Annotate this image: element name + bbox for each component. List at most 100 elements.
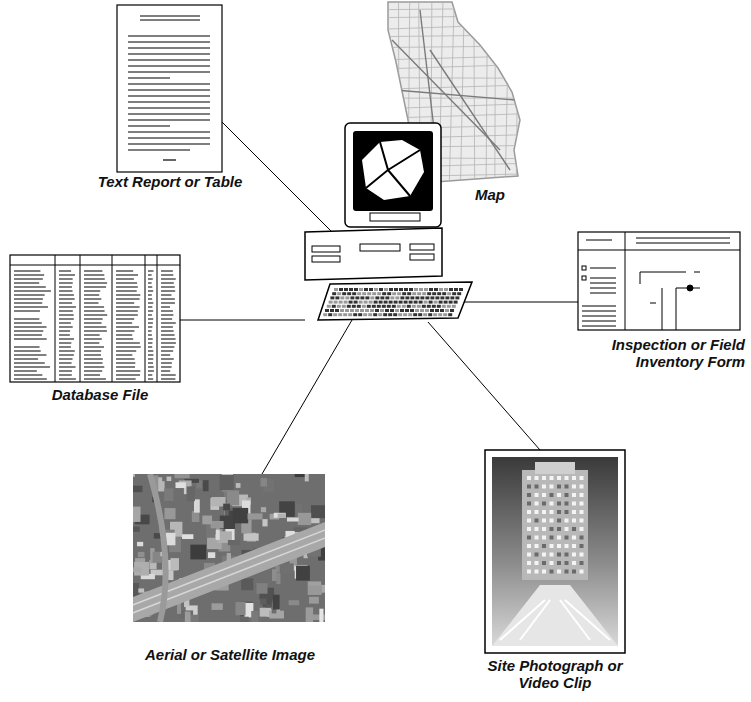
key [394,301,398,304]
key [362,305,366,308]
key [437,292,441,295]
key [377,292,381,295]
key [339,301,343,304]
key [435,296,439,299]
aerial-block [138,552,145,557]
item-caption: Aerial or Satellite Image [125,646,335,663]
window [527,553,531,557]
table-row-line [84,319,103,320]
key [399,288,403,291]
window [527,570,531,574]
table-row-line [116,307,140,308]
window [565,561,569,565]
aerial-image [125,470,341,627]
aerial-block [298,513,311,525]
aerial-block [241,578,253,590]
key [337,292,341,295]
county-line [494,0,496,190]
key [412,292,416,295]
county-line [516,0,518,190]
table-row-line [59,311,73,312]
key [395,296,399,299]
table-row-line [148,363,153,364]
table-row-line [161,347,174,348]
table-row-line [84,359,103,360]
table-row-line [148,291,153,292]
aerial-block [305,474,309,481]
key [389,288,393,291]
window [557,476,561,480]
window [550,561,554,565]
window [527,536,531,540]
aerial-block [174,474,189,478]
item-caption: Inspection or Field Inventory Form [585,336,745,370]
key [434,288,438,291]
window [527,493,531,497]
aerial-block [190,545,206,560]
window [580,485,584,489]
key [364,301,368,304]
key [403,313,407,316]
aerial-block [272,569,277,581]
table-row-line [148,311,153,312]
key [364,288,368,291]
table-row-line [59,307,76,308]
aerial-block [228,540,240,545]
table-row-line [148,303,153,304]
table-row-line [148,343,152,344]
table-row-line [14,335,42,336]
window [565,536,569,540]
window [565,519,569,523]
table-row-line [59,327,73,328]
key [347,305,351,308]
key [334,301,338,304]
table-row-line [116,299,140,300]
county-line [380,56,530,60]
table-row-line [161,275,173,276]
table-row-line [84,351,101,352]
table-row-line [59,375,72,376]
table-row-line [116,283,137,284]
window [542,493,546,497]
aerial-block [281,563,294,573]
table-row-line [116,379,136,380]
key [408,313,412,316]
table-row-line [148,307,152,308]
window [572,476,576,480]
county-line [380,77,530,78]
figure-item: Site Photograph or Video Clip [475,450,635,691]
county-line [380,64,530,69]
table-row-line [84,315,107,316]
key [357,292,361,295]
keyboard-keys [323,288,463,316]
table-row-line [116,279,134,280]
table-row-line [161,339,176,340]
key [350,309,354,312]
aerial-block [240,617,249,622]
aerial-block [287,517,299,521]
key [332,305,336,308]
table-row-line [161,375,176,376]
table-row-line [14,311,40,312]
window [550,536,554,540]
window [542,536,546,540]
aerial-block [295,474,306,477]
site-photo [485,450,625,653]
table-row-line [161,363,172,364]
window [535,485,539,489]
key [399,301,403,304]
key [452,305,456,308]
table-row-line [59,359,73,360]
table-row-line [161,307,170,308]
key [360,309,364,312]
window [527,485,531,489]
key [375,296,379,299]
aerial-block [137,542,143,546]
window [572,561,576,565]
table-row-line [14,275,44,276]
key [449,288,453,291]
key [392,305,396,308]
window [580,476,584,480]
key [325,309,329,312]
key [388,313,392,316]
